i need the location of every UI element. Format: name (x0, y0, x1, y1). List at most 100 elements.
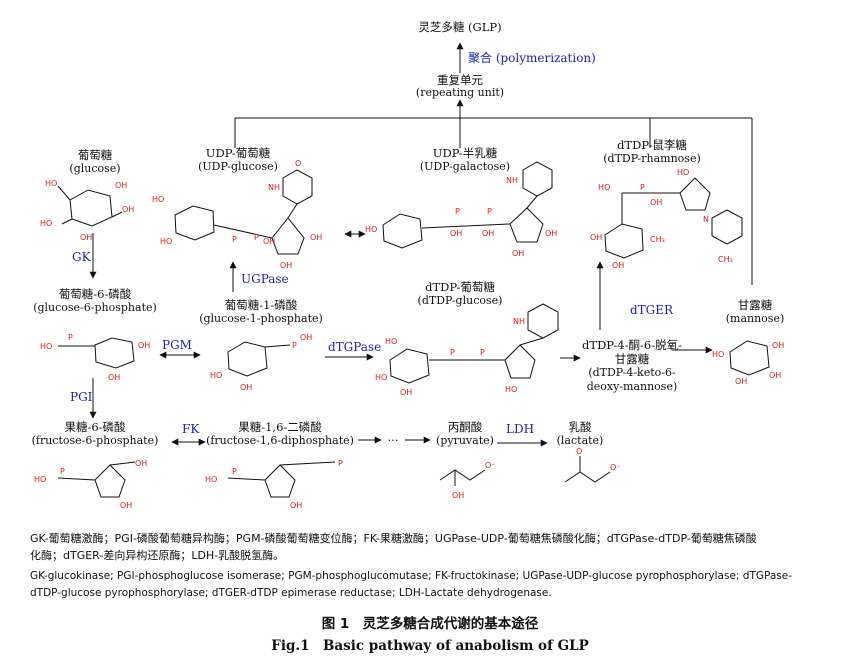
ellipsis-label: ··· (387, 433, 399, 447)
atom-label: OH (122, 205, 134, 214)
f6p-ring (94, 464, 126, 498)
atom-label: P (487, 207, 492, 216)
bond (57, 477, 96, 481)
atom-label: HO (598, 183, 610, 192)
atom-labels: HO OH HO OH OH HO P OH OH HO HO P P OH O… (34, 159, 784, 510)
atom-label: OH (650, 198, 662, 207)
bond (227, 477, 266, 481)
atom-label: P (232, 467, 237, 476)
dtdp-rhamnose-label-cn: dTDP-鼠李糖 (617, 138, 687, 152)
atom-label: HO (365, 225, 377, 234)
lactate-skeleton (564, 471, 611, 483)
mannose-ring (729, 340, 770, 376)
udp-glucose-label-cn: UDP-葡萄糖 (205, 146, 271, 160)
atom-label: HO (677, 168, 689, 177)
g1p-label-en: (glucose-1-phosphate) (199, 312, 323, 325)
legend-cn-line2: 化酶；dTGER-差向异构还原酶；LDH-乳酸脱氢酶。 (30, 549, 285, 562)
atom-label: OH (135, 459, 147, 468)
dtdp-glucose-label-cn: dTDP-葡萄糖 (425, 280, 495, 294)
g6p-label-en: (glucose-6-phosphate) (33, 301, 157, 314)
atom-label: OH (545, 229, 557, 238)
udp-glucose-label-en: (UDP-glucose) (198, 160, 278, 173)
atom-label: HO (385, 337, 397, 346)
legend-en-line1: GK-glucokinase; PGI-phosphoglucose isome… (30, 570, 793, 582)
bond (111, 211, 123, 218)
dtdp-glucose-deoxyribose (504, 344, 536, 379)
atom-label: N (703, 215, 709, 224)
atom-label: P (338, 459, 343, 468)
repeating-unit-en: (repeating unit) (415, 86, 505, 99)
legend-en-line2: dTDP-glucose pyrophosphorylase; dTGER-dT… (30, 587, 552, 599)
atom-label: O (295, 159, 301, 168)
atom-label: CH₃ (650, 235, 665, 244)
bond (109, 461, 136, 466)
udp-glucose-ribose (271, 217, 305, 255)
repeating-unit-cn: 重复单元 (437, 73, 483, 87)
figure-caption-cn: 图 1 灵芝多糖合成代谢的基本途径 (321, 616, 539, 632)
bond (61, 218, 73, 225)
atom-label: P (455, 207, 460, 216)
g1p-label-cn: 葡萄糖-1-磷酸 (224, 298, 298, 312)
udp-galactose-label-cn: UDP-半乳糖 (432, 146, 498, 160)
atom-label: OH (400, 388, 412, 397)
atom-label: HO (45, 179, 57, 188)
atom-label: OH (138, 341, 150, 350)
bond (526, 195, 538, 209)
glucose-label-en: (glucose) (69, 162, 121, 175)
glucose-label-cn: 葡萄糖 (77, 148, 113, 162)
mannose-label-cn: 甘露糖 (737, 298, 773, 312)
atom-label: P (292, 341, 297, 350)
bond (213, 224, 273, 239)
udp-galactose-ribose (509, 207, 544, 243)
atom-label: NH (506, 176, 518, 185)
atom-label: NH (513, 317, 525, 326)
enzyme-gk: GK (72, 250, 91, 264)
legend-cn-line1: GK-葡萄糖激酶；PGI-磷酸葡萄糖异构酶；PGM-磷酸葡萄糖变位酶；FK-果糖… (30, 532, 757, 545)
atom-label: OH (450, 229, 462, 238)
f16p-label-en: (fructose-1,6-diphosphate) (206, 434, 354, 447)
atom-label: HO (152, 195, 164, 204)
bond (421, 223, 511, 229)
enzyme-dtgpase: dTGPase (328, 340, 382, 354)
pathway-diagram: HO OH HO OH OH HO P OH OH HO HO P P OH O… (34, 42, 784, 510)
atom-label: OH (290, 501, 302, 510)
atom-label: HO (34, 475, 46, 484)
udp-glucose-uracil (282, 169, 313, 205)
atom-label: HO (505, 385, 517, 394)
figure-caption-en: Fig.1 Basic pathway of anabolism of GLP (271, 638, 589, 654)
enzyme-fk: FK (182, 422, 200, 436)
atom-label: P (232, 235, 237, 244)
enzyme-ugpase: UGPase (241, 272, 289, 286)
enzyme-pgi: PGI (70, 390, 93, 404)
glp-label: 灵芝多糖 (GLP) (418, 20, 502, 34)
lactate-label-cn: 乳酸 (568, 420, 592, 434)
atom-label: OH (590, 233, 602, 242)
f6p-label-en: (fructose-6-phosphate) (31, 434, 159, 447)
polymerization-label: 聚合 (polymerization) (468, 51, 596, 65)
keto-label-cn2: 甘露糖 (614, 352, 650, 366)
f16p-ring (264, 464, 296, 498)
atom-label: OH (108, 373, 120, 382)
atom-label: HO (205, 475, 217, 484)
atom-label: O⁻ (610, 463, 621, 472)
f6p-label-cn: 果糖-6-磷酸 (64, 420, 126, 434)
atom-label: OH (735, 377, 747, 386)
atom-label: HO (160, 237, 172, 246)
udp-galactose-label-en: (UDP-galactose) (419, 160, 511, 173)
pyruvate-label-cn: 丙酮酸 (447, 420, 483, 434)
atom-label: P (60, 467, 65, 476)
enzyme-pgm: PGM (162, 338, 192, 352)
dtdp-glucose-ring (389, 348, 430, 384)
udp-galactose-uracil (522, 161, 553, 197)
atom-label: OH (280, 261, 292, 270)
atom-label: HO (40, 219, 52, 228)
enzyme-ldh: LDH (506, 422, 535, 436)
keto-label-en2: deoxy-mannose) (586, 380, 678, 393)
bond (279, 461, 336, 466)
bond (264, 344, 291, 348)
atom-label: OH (769, 371, 781, 380)
dtdp-glucose-label-en: (dTDP-glucose) (417, 294, 503, 307)
rhamnose-thymine (711, 209, 743, 245)
atom-label: OH (512, 249, 524, 258)
bond (519, 337, 544, 346)
